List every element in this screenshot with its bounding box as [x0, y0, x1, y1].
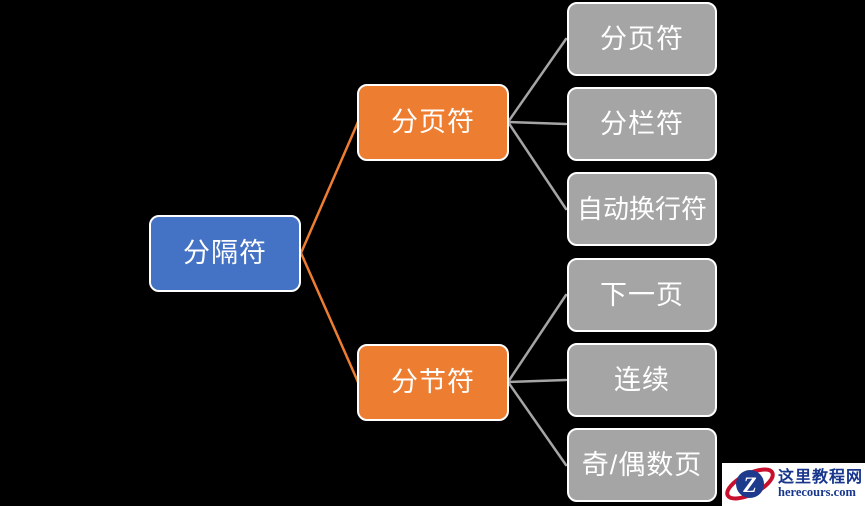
site-name: 这里教程网: [778, 468, 864, 486]
node-child-odd-even-page: 奇/偶数页: [567, 428, 717, 502]
node-label: 分节符: [391, 367, 475, 397]
connector-root-to-branch-2: [299, 251, 360, 384]
node-label: 分页符: [391, 107, 475, 137]
connector-branch2-to-child-3: [506, 380, 568, 467]
node-label: 自动换行符: [576, 194, 707, 224]
node-label: 分页符: [600, 23, 684, 54]
node-child-next-page: 下一页: [567, 258, 717, 332]
node-child-column-break: 分栏符: [567, 87, 717, 161]
node-branch-page-break: 分页符: [357, 84, 509, 161]
connector-branch1-to-child-2: [506, 120, 568, 126]
watermark-text: 这里教程网 herecours.com: [778, 468, 864, 500]
node-label: 分栏符: [600, 108, 684, 139]
node-label: 奇/偶数页: [581, 449, 703, 480]
connector-branch1-to-child-1: [506, 37, 568, 124]
node-branch-section-break: 分节符: [357, 344, 509, 421]
node-child-page-break: 分页符: [567, 2, 717, 76]
connector-branch2-to-child-1: [506, 293, 568, 384]
node-root-separator: 分隔符: [149, 215, 301, 292]
node-child-continuous: 连续: [567, 343, 717, 417]
connector-branch2-to-child-2: [506, 378, 568, 384]
logo-letter: Z: [742, 472, 756, 497]
node-label: 分隔符: [183, 238, 267, 268]
node-child-text-wrap-break: 自动换行符: [567, 172, 717, 246]
node-label: 连续: [614, 364, 670, 395]
node-label: 下一页: [600, 279, 684, 310]
connector-root-to-branch-1: [299, 120, 360, 255]
site-logo-icon: Z: [725, 467, 775, 501]
connector-branch1-to-child-3: [506, 120, 568, 211]
site-watermark: Z 这里教程网 herecours.com: [722, 463, 865, 506]
logo-badge-circle: [736, 470, 764, 498]
site-url: herecours.com: [778, 485, 856, 500]
